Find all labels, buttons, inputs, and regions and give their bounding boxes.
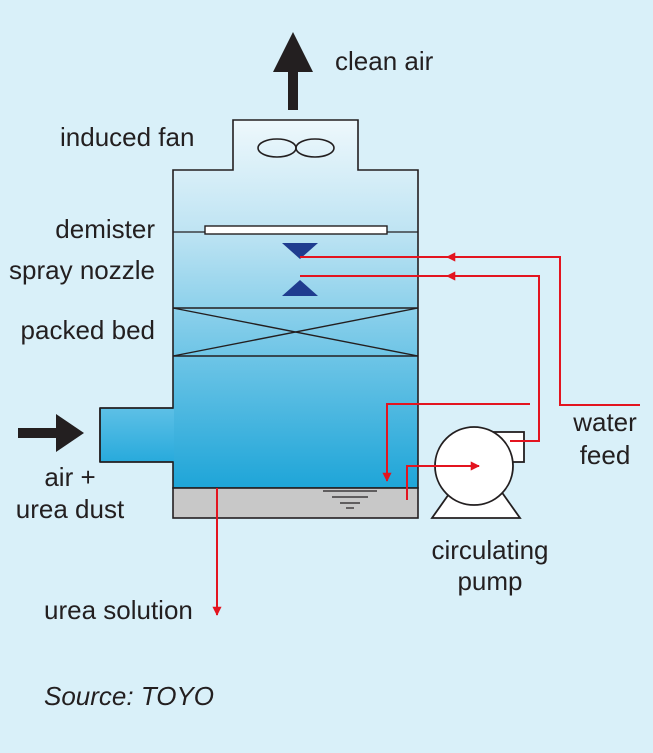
demister-pad xyxy=(204,225,388,235)
air-inlet-label-line2: urea dust xyxy=(16,494,125,524)
flow-lines xyxy=(212,252,640,616)
recirculation-line xyxy=(382,403,530,482)
packed-bed-label: packed bed xyxy=(21,315,155,345)
water-feed-label-line1: water xyxy=(572,407,637,437)
source-caption: Source: TOYO xyxy=(44,681,214,711)
water-feed-line xyxy=(446,252,640,406)
pump-discharge-line xyxy=(446,271,540,442)
circulating-pump-label-line1: circulating xyxy=(431,535,548,565)
liquid-sump xyxy=(172,487,419,519)
air-inlet-label-line1: air + xyxy=(44,462,95,492)
air-inlet-arrow-icon xyxy=(18,414,84,452)
demister-label: demister xyxy=(55,214,155,244)
water-feed-label-line2: feed xyxy=(580,440,631,470)
pump-suction-line xyxy=(406,461,480,500)
spray-nozzle-lower-icon xyxy=(282,280,318,296)
urea-solution-label: urea solution xyxy=(44,595,193,625)
induced-fan-icon xyxy=(257,138,335,158)
clean-air-arrow-icon xyxy=(273,32,313,110)
induced-fan-label: induced fan xyxy=(60,122,194,152)
spray-nozzle-upper-icon xyxy=(282,243,318,259)
air-inlet-duct xyxy=(101,409,174,461)
liquid-level-icon xyxy=(323,490,377,509)
packed-bed xyxy=(172,307,419,357)
circulating-pump-label-line2: pump xyxy=(457,566,522,596)
clean-air-label: clean air xyxy=(335,46,434,76)
spray-nozzle-label: spray nozzle xyxy=(9,255,155,285)
